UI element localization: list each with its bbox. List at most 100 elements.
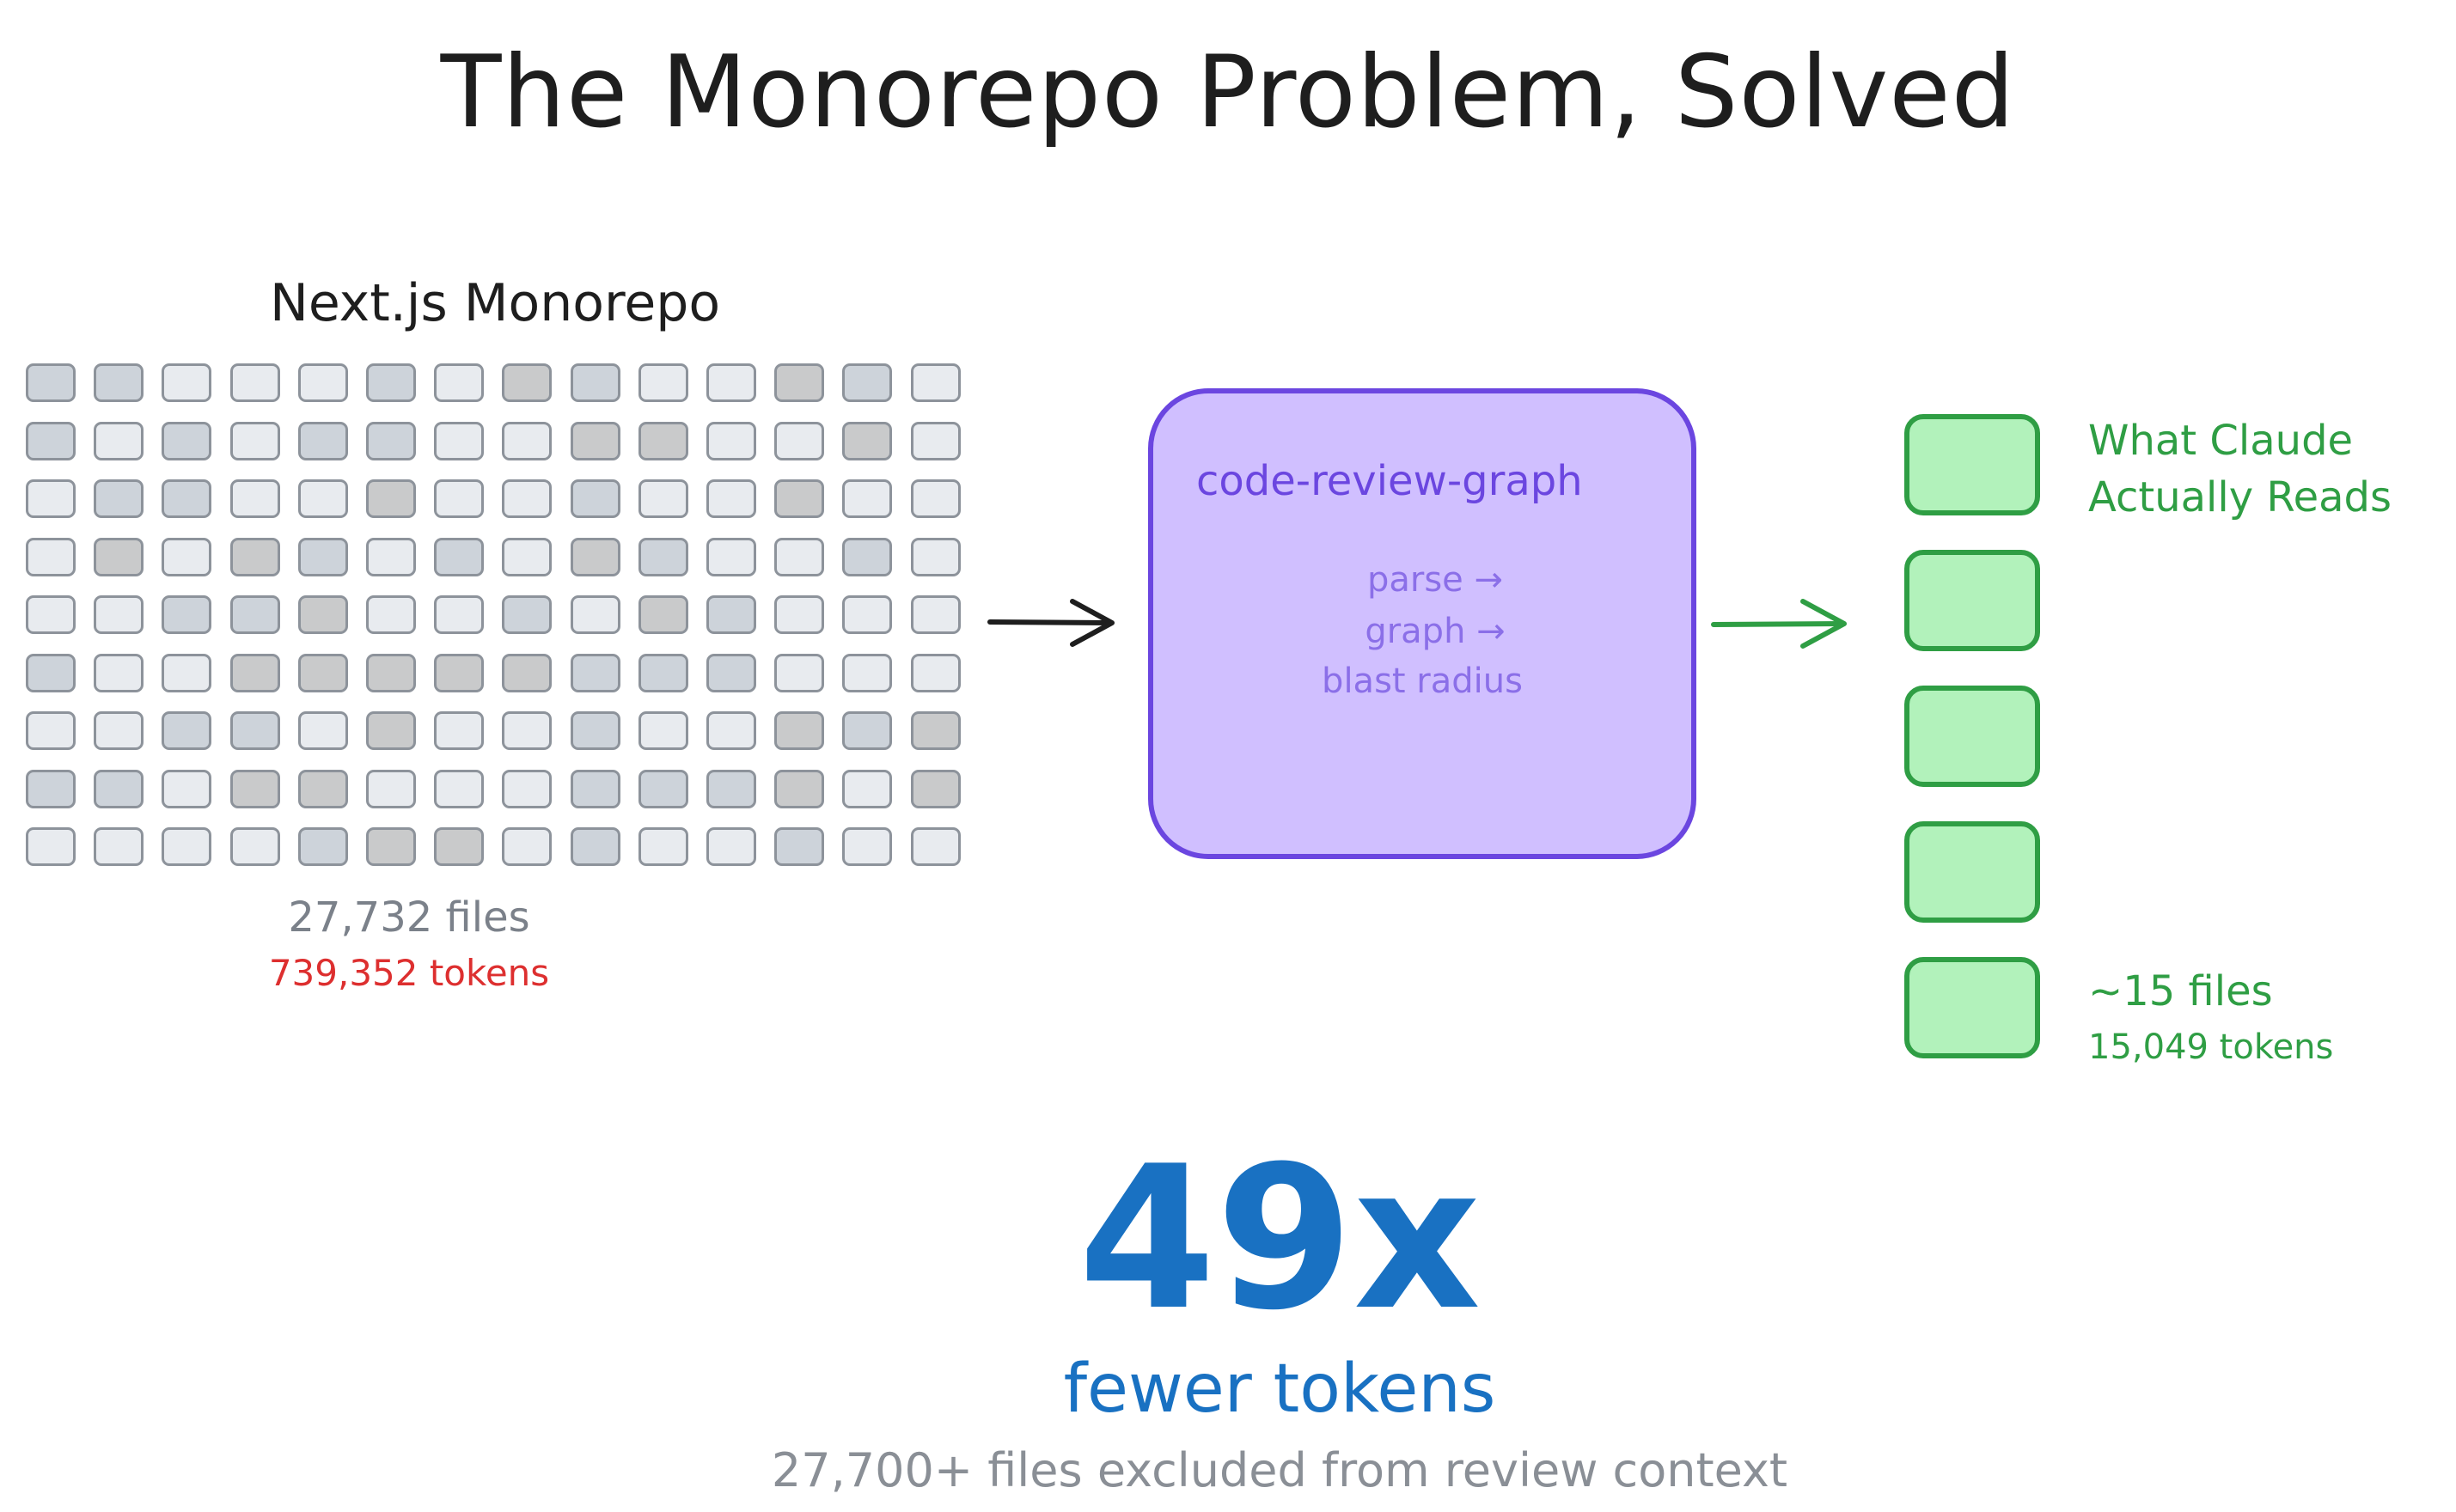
repo-file-cell [911,363,961,402]
repo-file-cell [502,538,552,576]
repo-file-cell [706,422,756,460]
repo-file-cell [911,479,961,518]
repo-file-cell [366,595,416,634]
repo-title: Next.js Monorepo [269,273,721,333]
repo-file-cell [366,654,416,692]
repo-file-cell [94,538,144,576]
repo-file-cell [94,595,144,634]
repo-file-cell [842,711,892,750]
output-file-box [1904,957,2040,1058]
repo-file-cell [298,422,348,460]
repo-file-cell [706,595,756,634]
repo-file-cell [298,595,348,634]
repo-file-cell [774,538,824,576]
repo-file-cell [774,654,824,692]
repo-file-cell [230,711,280,750]
repo-file-cell [298,654,348,692]
repo-file-cell [638,538,688,576]
reduction-caption: fewer tokens [1063,1350,1496,1428]
repo-file-cell [502,479,552,518]
repo-file-cell [434,538,484,576]
repo-file-cell [94,827,144,866]
engine-name: code-review-graph [1196,457,1583,505]
repo-file-cell [26,827,76,866]
engine-step-blast-radius: blast radius [1322,662,1523,701]
repo-file-grid [26,363,964,866]
repo-file-cell [502,363,552,402]
output-file-box [1904,414,2040,515]
repo-file-cell [94,711,144,750]
reduction-ratio: 49x [1078,1125,1482,1354]
output-title-line1: What Claude [2088,417,2354,465]
repo-file-cell [502,827,552,866]
repo-file-cell [298,538,348,576]
repo-file-cell [842,654,892,692]
repo-file-cell [434,711,484,750]
repo-file-cell [434,770,484,808]
repo-file-cell [638,595,688,634]
repo-file-cell [298,363,348,402]
repo-file-cell [911,827,961,866]
repo-file-cell [366,538,416,576]
repo-file-cell [230,363,280,402]
output-file-count: ~15 files [2088,967,2273,1015]
repo-file-cell [774,711,824,750]
repo-file-cell [434,827,484,866]
repo-file-cell [298,711,348,750]
repo-file-cell [571,770,620,808]
output-file-box [1904,550,2040,651]
repo-file-cell [706,363,756,402]
repo-file-cell [502,595,552,634]
repo-file-cell [366,363,416,402]
repo-file-cell [842,363,892,402]
repo-file-cell [571,654,620,692]
repo-file-cell [26,538,76,576]
repo-file-cell [774,595,824,634]
repo-file-cell [502,711,552,750]
repo-file-cell [26,711,76,750]
exclusion-footnote: 27,700+ files excluded from review conte… [771,1443,1788,1497]
output-title-line2: Actually Reads [2088,473,2392,521]
repo-file-cell [434,422,484,460]
repo-file-cell [94,479,144,518]
repo-file-cell [842,827,892,866]
repo-file-cell [911,711,961,750]
repo-file-cell [911,595,961,634]
repo-file-cell [638,363,688,402]
repo-file-cell [638,711,688,750]
repo-file-cell [774,422,824,460]
repo-file-cell [706,538,756,576]
repo-file-cell [162,654,211,692]
repo-file-cell [162,479,211,518]
repo-file-cell [366,711,416,750]
repo-file-cell [571,363,620,402]
engine-box [1148,388,1696,859]
repo-file-cell [162,711,211,750]
repo-file-cell [230,422,280,460]
repo-file-cell [706,770,756,808]
repo-file-cell [162,770,211,808]
repo-file-cell [230,654,280,692]
repo-file-count: 27,732 files [288,893,530,942]
repo-file-cell [502,770,552,808]
repo-file-cell [434,363,484,402]
repo-file-cell [298,770,348,808]
repo-file-cell [434,595,484,634]
engine-step-graph: graph → [1365,612,1506,651]
repo-file-cell [94,363,144,402]
repo-file-cell [434,654,484,692]
repo-file-cell [911,770,961,808]
repo-file-cell [638,827,688,866]
repo-token-count: 739,352 tokens [268,952,550,994]
repo-file-cell [366,479,416,518]
repo-file-cell [162,538,211,576]
repo-file-cell [94,654,144,692]
repo-file-cell [638,422,688,460]
repo-file-cell [774,770,824,808]
repo-file-cell [26,422,76,460]
repo-file-cell [230,538,280,576]
repo-file-cell [230,770,280,808]
repo-file-cell [26,770,76,808]
repo-file-cell [842,479,892,518]
